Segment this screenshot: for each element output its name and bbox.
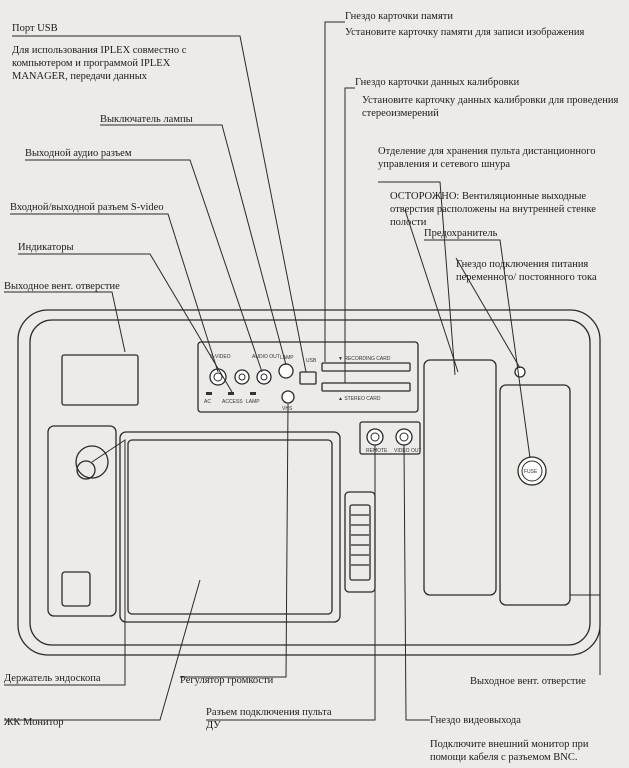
label-lamp-switch: Выключатель лампы bbox=[100, 114, 193, 125]
label-scope-holder: Держатель эндоскопа bbox=[4, 673, 101, 684]
label-svideo: Входной/выходной разъем S-video bbox=[10, 202, 164, 213]
panel-svideo-text: S-VIDEO bbox=[210, 354, 231, 360]
video-out-jack bbox=[395, 428, 413, 446]
panel-usb-text: USB bbox=[306, 358, 317, 364]
panel-access-text: ACCESS bbox=[222, 399, 243, 405]
audio-connector-1 bbox=[234, 369, 250, 385]
fuse-compartment bbox=[499, 384, 571, 606]
leader-caution bbox=[404, 209, 459, 373]
indicator-access bbox=[228, 392, 234, 395]
panel-recording-text: ▼ RECORDING CARD bbox=[338, 356, 391, 362]
desc-bnc: Подключите внешний монитор при помощи ка… bbox=[430, 739, 589, 763]
leader-power bbox=[455, 257, 521, 369]
lcd-bay bbox=[119, 431, 341, 623]
control-panel bbox=[197, 341, 419, 413]
storage-cavity bbox=[423, 359, 497, 596]
leader-vent-right bbox=[570, 594, 601, 675]
label-vent-right: Выходное вент. отверстие bbox=[470, 676, 586, 687]
audio-connector-2 bbox=[256, 369, 272, 385]
label-memory-slot: Гнездо карточки памяти bbox=[345, 11, 453, 22]
label-vent-left: Выходное вент. отверстие bbox=[4, 281, 120, 292]
label-video-out: Гнездо видеовыхода bbox=[430, 715, 521, 726]
panel-audio-text: AUDIO OUT bbox=[252, 354, 280, 360]
label-remote-jack: Разъем подключения пульта ДУ bbox=[206, 707, 332, 731]
volume-knob bbox=[281, 390, 295, 404]
leader-svideo bbox=[10, 213, 219, 373]
panel-lampind-text: LAMP bbox=[246, 399, 260, 405]
jack-panel bbox=[359, 421, 421, 455]
label-power-jack: Гнездо подключения питания переменного/ … bbox=[456, 259, 597, 283]
scope-holder-slot bbox=[61, 571, 91, 607]
panel-fuse-text: FUSE bbox=[524, 469, 538, 475]
panel-stereo-text: ▲ STEREO CARD bbox=[338, 396, 381, 402]
leader-fuse bbox=[424, 239, 531, 459]
device-outer-body bbox=[17, 309, 601, 656]
desc-calib: Установите карточку данных калибровки дл… bbox=[362, 95, 619, 119]
desc-memory: Установите карточку памяти для записи из… bbox=[345, 27, 585, 38]
leader-scope bbox=[4, 439, 126, 686]
leader-memory bbox=[324, 21, 345, 362]
leader-indicators bbox=[18, 253, 233, 393]
leader-audio bbox=[25, 159, 263, 373]
lamp-switch-knob bbox=[278, 363, 294, 379]
label-caution: ОСТОРОЖНО: Вентиляционные выходные отвер… bbox=[390, 191, 596, 228]
leader-usb bbox=[12, 35, 307, 373]
indicator-ac bbox=[206, 392, 212, 395]
leader-vent-left bbox=[4, 291, 126, 353]
memory-card-slot bbox=[321, 362, 411, 372]
leader-video bbox=[403, 444, 430, 721]
vent-left-grille bbox=[61, 354, 139, 406]
label-lcd: ЖК Монитор bbox=[4, 717, 64, 728]
label-volume: Регулятор громкости bbox=[180, 675, 274, 686]
left-compartment bbox=[47, 425, 117, 617]
power-jack bbox=[514, 366, 526, 378]
lcd-screen bbox=[127, 439, 333, 615]
label-indicators: Индикаторы bbox=[18, 242, 74, 253]
indicator-lamp bbox=[250, 392, 256, 395]
label-storage: Отделение для хранения пульта дистанцион… bbox=[378, 146, 596, 170]
label-audio-out: Выходной аудио разъем bbox=[25, 148, 132, 159]
leader-lcd bbox=[4, 579, 201, 721]
device-inner-body bbox=[29, 319, 591, 646]
panel-remote-text: REMOTE bbox=[366, 448, 388, 454]
leader-storage bbox=[378, 181, 456, 376]
leader-volume bbox=[180, 403, 289, 678]
label-usb-port: Порт USB bbox=[12, 23, 58, 34]
calibration-card-slot bbox=[321, 382, 411, 392]
leader-lamp bbox=[100, 124, 287, 366]
leader-calib bbox=[344, 87, 355, 383]
label-fuse: Предохранитель bbox=[424, 228, 498, 239]
panel-lamp-text: LAMP bbox=[280, 355, 294, 361]
panel-ac-text: AC bbox=[204, 399, 211, 405]
panel-videoout-text: VIDEO OUT bbox=[394, 448, 422, 454]
scope-holder-ring bbox=[75, 445, 109, 479]
leader-remote bbox=[206, 445, 376, 721]
label-calib-slot: Гнездо карточки данных калибровки bbox=[355, 77, 520, 88]
remote-jack bbox=[366, 428, 384, 446]
desc-usb: Для использования IPLEX совместно с комп… bbox=[12, 45, 187, 82]
